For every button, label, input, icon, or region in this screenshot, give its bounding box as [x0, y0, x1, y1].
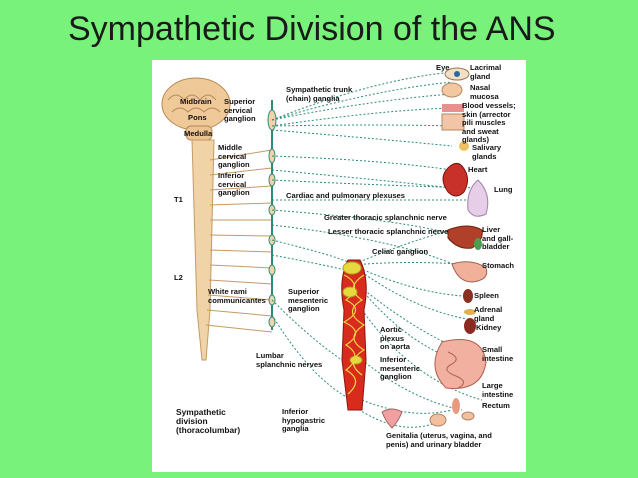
label-stomach: Stomach: [482, 261, 515, 270]
label-t1: T1: [174, 195, 183, 204]
stomach-illustration: [451, 261, 488, 283]
spleen-illustration: [463, 289, 473, 303]
label-midbrain: Midbrain: [180, 97, 212, 106]
diagram-panel: Midbrain Pons Medulla Superior cervical …: [152, 60, 526, 472]
label-cardiac-plexuses: Cardiac and pulmonary plexuses: [286, 191, 406, 200]
label-nasal: Nasal mucosa: [470, 83, 499, 101]
label-lung: Lung: [494, 185, 513, 194]
kidney-illustration: [464, 318, 476, 334]
label-superior-cervical: Superior cervical ganglion: [224, 97, 256, 124]
label-salivary: Salivary glands: [472, 143, 502, 161]
label-lesser-splanchnic: Lesser thoracic splanchnic nerve: [328, 227, 449, 236]
label-middle-cervical: Middle cervical ganglion: [218, 143, 250, 170]
trunk-ganglia: [267, 109, 277, 328]
label-small-intestine: Small intestine: [482, 345, 514, 363]
label-pons: Pons: [188, 113, 207, 122]
uterus-illustration: [381, 408, 403, 429]
label-heart: Heart: [468, 165, 488, 174]
label-large-intestine: Large intestine: [482, 381, 514, 399]
sympathetic-diagram: [161, 67, 489, 429]
slide-title: Sympathetic Division of the ANS: [68, 10, 556, 48]
label-inferior-hypogastric: Inferior hypogastric ganglia: [282, 407, 326, 434]
label-inferior-mesenteric: Inferior mesenteric ganglion: [380, 355, 421, 382]
label-celiac-ganglion: Celiac ganglion: [372, 247, 429, 256]
label-aortic-plexus: Aortic plexus on aorta: [380, 325, 410, 352]
label-superior-mesenteric: Superior mesenteric ganglion: [288, 287, 329, 314]
spinal-nerve-lines: [205, 149, 273, 333]
label-adrenal: Adrenal gland: [474, 305, 503, 323]
label-sympathetic-division: Sympathetic division (thoracolumbar): [176, 407, 241, 436]
heart-illustration: [442, 162, 468, 197]
label-rectum: Rectum: [482, 401, 510, 410]
brainstem-illustration: [161, 77, 231, 141]
label-liver: Liver and gall- bladder: [482, 225, 514, 252]
label-blood-vessels: Blood vessels; skin (arrector pili muscl…: [462, 101, 516, 145]
label-medulla: Medulla: [184, 129, 213, 138]
label-sympathetic-trunk: Sympathetic trunk (chain) ganglia: [286, 85, 353, 103]
organ-illustrations: [381, 67, 489, 429]
adrenal-illustration: [464, 309, 476, 315]
small-intestine-illustration: [434, 339, 487, 389]
label-kidney: Kidney: [476, 323, 502, 332]
label-inferior-cervical: Inferior cervical ganglion: [218, 171, 250, 198]
rectum-illustration: [452, 398, 460, 414]
spinal-cord: [191, 139, 215, 361]
label-genitalia: Genitalia (uterus, vagina, and penis) an…: [386, 431, 492, 449]
label-lacrimal: Lacrimal gland: [470, 63, 502, 81]
label-eye: Eye: [436, 63, 450, 72]
aortic-plexus-lines: [342, 274, 366, 395]
label-spleen: Spleen: [474, 291, 499, 300]
label-white-rami: White rami communicantes: [208, 287, 266, 305]
label-greater-splanchnic: Greater thoracic splanchnic nerve: [324, 213, 447, 222]
label-l2: L2: [174, 273, 183, 282]
label-lumbar-splanchnic: Lumbar splanchnic nerves: [256, 351, 323, 369]
lung-illustration: [467, 179, 489, 217]
